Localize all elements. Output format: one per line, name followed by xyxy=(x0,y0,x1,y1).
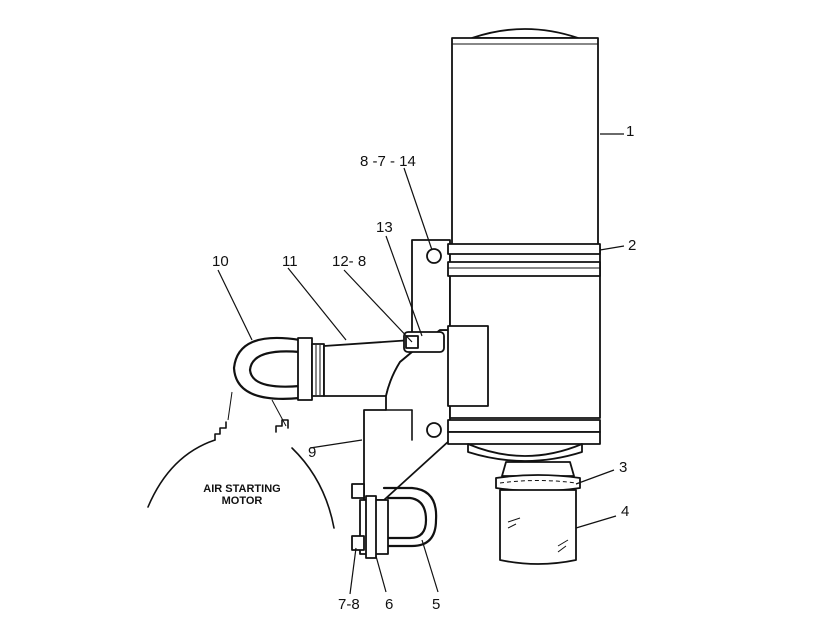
hose-clamp xyxy=(495,474,581,492)
callout-4: 4 xyxy=(621,503,629,520)
callout-11: 11 xyxy=(282,253,298,270)
outlet-adapter xyxy=(467,443,583,477)
bolt-upper xyxy=(426,248,442,264)
callout-12-8: 12- 8 xyxy=(332,253,366,270)
leader-lines xyxy=(217,133,625,595)
callout-2: 2 xyxy=(628,237,636,254)
callout-10: 10 xyxy=(212,253,229,270)
elbow-hose xyxy=(232,336,302,400)
air-starting-motor: AIR STARTING MOTOR xyxy=(147,391,335,529)
callout-3: 3 xyxy=(619,459,627,476)
callout-1: 1 xyxy=(626,123,634,140)
air-cleaner-body xyxy=(447,28,601,419)
u-bolt xyxy=(382,486,438,548)
callout-13: 13 xyxy=(376,219,393,236)
band-clamp-lower xyxy=(447,419,601,445)
nut-lower xyxy=(351,535,365,551)
callout-8-7-14: 8 -7 - 14 xyxy=(360,153,416,170)
nut-upper xyxy=(351,483,365,499)
callout-9: 9 xyxy=(308,444,316,461)
band-clamp-upper xyxy=(447,243,601,277)
dust-cup xyxy=(499,489,577,565)
motor-label-line2: MOTOR xyxy=(222,495,263,507)
callout-7-8: 7-8 xyxy=(338,596,360,613)
motor-label-line1: AIR STARTING xyxy=(203,483,280,495)
bolt-lower xyxy=(426,422,442,438)
callout-5: 5 xyxy=(432,596,440,613)
clamp-bolt xyxy=(403,331,445,353)
callout-6: 6 xyxy=(385,596,393,613)
